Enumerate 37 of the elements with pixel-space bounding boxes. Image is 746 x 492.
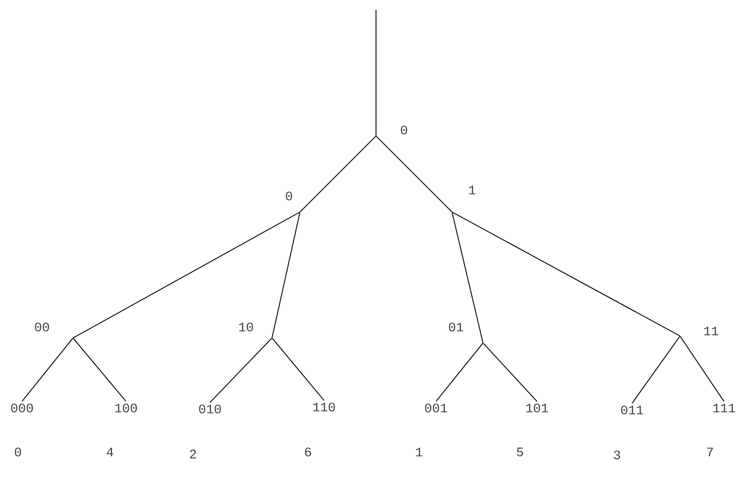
- tree-line: [632, 336, 680, 404]
- tree-line: [210, 338, 272, 403]
- leaf-label: 010: [199, 404, 221, 414]
- branch-label: 01: [449, 322, 464, 332]
- leaf-label: 111: [713, 404, 736, 412]
- tree-line: [482, 342, 538, 402]
- tree-line: [72, 338, 126, 402]
- tree-line: [300, 136, 376, 212]
- leaf-number: 1: [416, 448, 422, 456]
- leaf-number: 3: [614, 450, 620, 460]
- leaf-label: 100: [115, 404, 137, 412]
- leaf-label: 101: [526, 404, 548, 412]
- leaf-number: 2: [190, 450, 196, 458]
- branch-label: 0: [400, 126, 408, 134]
- tree-line: [680, 336, 724, 402]
- leaf-label: 000: [11, 404, 33, 412]
- branch-label: 0: [286, 192, 292, 200]
- branch-label: 10: [239, 322, 253, 332]
- tree-line: [376, 136, 452, 212]
- tree-line: [452, 212, 484, 344]
- branch-label: 11: [704, 326, 718, 336]
- tree-line: [452, 212, 680, 336]
- leaf-label: 001: [425, 404, 448, 412]
- leaf-number: 6: [305, 448, 312, 456]
- branch-label: 1: [469, 186, 476, 194]
- leaf-label: 011: [621, 406, 644, 414]
- branch-label: 00: [34, 322, 49, 332]
- leaf-number: 0: [14, 448, 22, 456]
- tree-line: [22, 338, 74, 402]
- leaf-number: 4: [106, 448, 114, 456]
- tree-line: [272, 212, 300, 338]
- tree-line: [436, 342, 484, 402]
- leaf-number: 5: [516, 448, 524, 456]
- leaf-label: 110: [313, 402, 335, 412]
- leaf-number: 7: [707, 448, 713, 456]
- tree-line: [272, 338, 324, 401]
- tree-line: [72, 212, 300, 338]
